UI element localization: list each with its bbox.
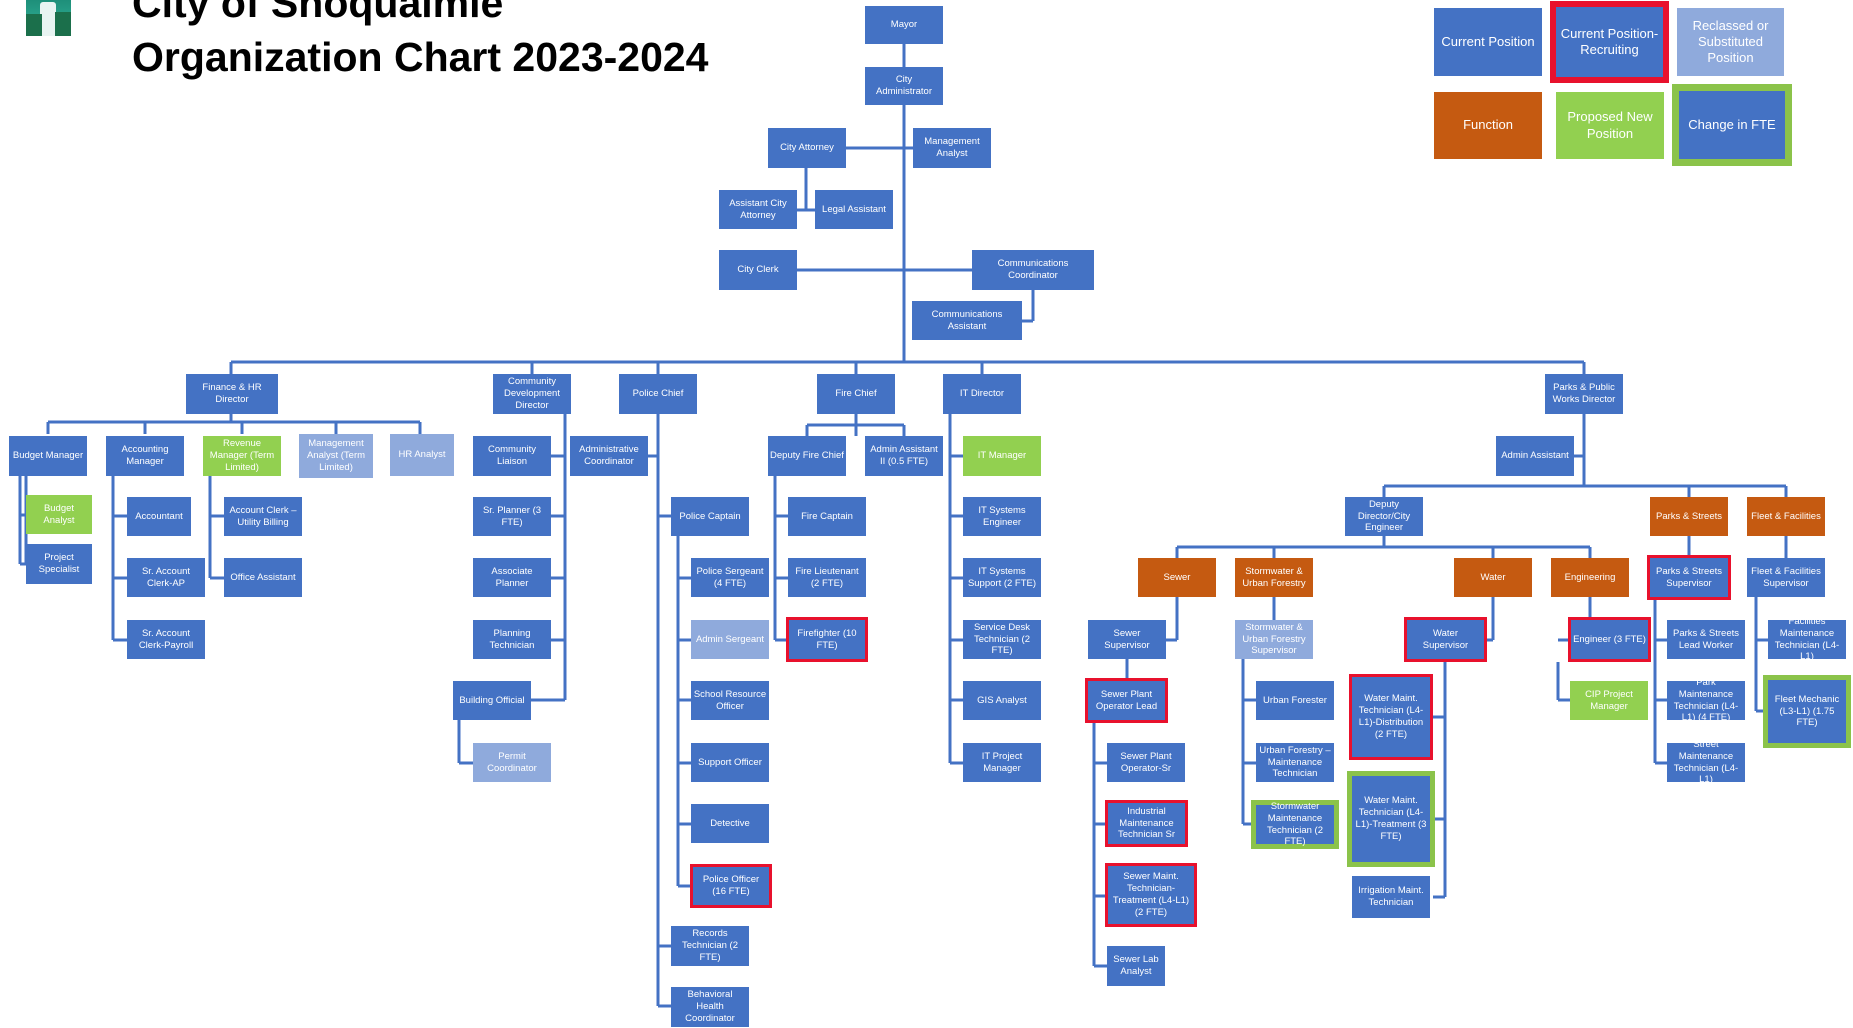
police-captain-box: Police Captain <box>671 497 749 536</box>
service-desk-technician-box: Service Desk Technician (2 FTE) <box>963 620 1041 659</box>
facilities-maintenance-technician-box: Facilities Maintenance Technician (L4-L1… <box>1768 616 1846 662</box>
stormwater-urban-forestry-function-box: Stormwater & Urban Forestry <box>1235 558 1313 597</box>
industrial-maintenance-technician-box: Industrial Maintenance Technician Sr <box>1105 800 1188 847</box>
it-systems-engineer-box: IT Systems Engineer <box>963 497 1041 536</box>
gis-analyst-box: GIS Analyst <box>963 681 1041 720</box>
city-logo <box>26 0 71 36</box>
parks-streets-supervisor-box: Parks & Streets Supervisor <box>1647 555 1731 600</box>
firefighter-box: Firefighter (10 FTE) <box>786 617 868 662</box>
it-director-box: IT Director <box>943 374 1021 414</box>
water-maint-technician-treatment-box: Water Maint. Technician (L4-L1)-Treatmen… <box>1347 771 1435 867</box>
sewer-plant-operator-lead-box: Sewer Plant Operator Lead <box>1085 678 1168 723</box>
fire-lieutenant-box: Fire Lieutenant (2 FTE) <box>788 558 866 597</box>
stormwater-maintenance-technician-box: Stormwater Maintenance Technician (2 FTE… <box>1251 800 1339 849</box>
associate-planner-box: Associate Planner <box>473 558 551 597</box>
budget-manager-box: Budget Manager <box>9 436 87 476</box>
cip-project-manager-box: CIP Project Manager <box>1570 681 1648 720</box>
fleet-facilities-supervisor-box: Fleet & Facilities Supervisor <box>1747 558 1825 597</box>
street-maintenance-technician-box: Street Maintenance Technician (L4-L1) <box>1667 739 1745 785</box>
admin-assistant-ii-box: Admin Assistant II (0.5 FTE) <box>865 436 943 476</box>
management-analyst-term-box: Management Analyst (Term Limited) <box>299 434 373 478</box>
planning-technician-box: Planning Technician <box>473 620 551 659</box>
account-clerk-utility-billing-box: Account Clerk – Utility Billing <box>224 497 302 536</box>
behavioral-health-coordinator-box: Behavioral Health Coordinator <box>671 987 749 1027</box>
parks-public-works-director-box: Parks & Public Works Director <box>1545 374 1623 414</box>
accounting-manager-box: Accounting Manager <box>106 436 184 476</box>
finance-hr-director-box: Finance & HR Director <box>186 374 278 414</box>
sr-planner-box: Sr. Planner (3 FTE) <box>473 497 551 536</box>
fleet-mechanic-box: Fleet Mechanic (L3-L1) (1.75 FTE) <box>1763 675 1851 748</box>
sewer-lab-analyst-box: Sewer Lab Analyst <box>1107 946 1165 986</box>
assistant-city-attorney-box: Assistant City Attorney <box>719 190 797 229</box>
management-analyst-box: Management Analyst <box>913 128 991 168</box>
sr-account-clerk-ap-box: Sr. Account Clerk-AP <box>127 558 205 597</box>
fire-chief-box: Fire Chief <box>817 374 895 414</box>
sewer-supervisor-box: Sewer Supervisor <box>1088 620 1166 659</box>
legend-proposed: Proposed New Position <box>1556 92 1664 159</box>
school-resource-officer-box: School Resource Officer <box>691 681 769 720</box>
revenue-manager-box: Revenue Manager (Term Limited) <box>203 436 281 476</box>
it-project-manager-box: IT Project Manager <box>963 743 1041 782</box>
logo-waterfall <box>40 2 56 36</box>
it-manager-box: IT Manager <box>963 436 1041 476</box>
accountant-box: Accountant <box>127 497 191 536</box>
engineering-function-box: Engineering <box>1551 558 1629 597</box>
community-development-director-box: Community Development Director <box>493 374 571 414</box>
building-official-box: Building Official <box>453 681 531 720</box>
deputy-director-city-engineer-box: Deputy Director/City Engineer <box>1345 497 1423 536</box>
legend-recruiting: Current Position-Recruiting <box>1550 1 1669 83</box>
fleet-facilities-function-box: Fleet & Facilities <box>1747 497 1825 536</box>
records-technician-box: Records Technician (2 FTE) <box>671 926 749 966</box>
urban-forester-box: Urban Forester <box>1256 681 1334 720</box>
detective-box: Detective <box>691 804 769 843</box>
water-maint-technician-distribution-box: Water Maint. Technician (L4-L1)-Distribu… <box>1349 674 1433 760</box>
administrative-coordinator-box: Administrative Coordinator <box>570 436 648 476</box>
logo-rock-left <box>26 14 42 36</box>
engineer-box: Engineer (3 FTE) <box>1568 617 1651 662</box>
police-sergeant-box: Police Sergeant (4 FTE) <box>691 558 769 597</box>
water-function-box: Water <box>1454 558 1532 597</box>
title-line-2: Organization Chart 2023-2024 <box>132 34 709 80</box>
city-attorney-box: City Attorney <box>768 128 846 168</box>
sewer-maint-technician-box: Sewer Maint. Technician-Treatment (L4-L1… <box>1105 863 1197 927</box>
hr-analyst-box: HR Analyst <box>390 434 454 476</box>
parks-streets-lead-worker-box: Parks & Streets Lead Worker <box>1667 620 1745 659</box>
city-administrator-box: City Administrator <box>865 67 943 105</box>
stormwater-urban-forestry-supervisor-box: Stormwater & Urban Forestry Supervisor <box>1235 620 1313 659</box>
support-officer-box: Support Officer <box>691 743 769 782</box>
city-clerk-box: City Clerk <box>719 250 797 290</box>
legend-current-position: Current Position <box>1434 8 1542 76</box>
mayor-box: Mayor <box>865 6 943 44</box>
parks-streets-function-box: Parks & Streets <box>1650 497 1728 536</box>
fire-captain-box: Fire Captain <box>788 497 866 536</box>
water-supervisor-box: Water Supervisor <box>1404 617 1487 662</box>
communications-coordinator-box: Communications Coordinator <box>972 250 1094 290</box>
office-assistant-box: Office Assistant <box>224 558 302 597</box>
park-maintenance-technician-box: Park Maintenance Technician (L4-L1) (4 F… <box>1667 677 1745 723</box>
permit-coordinator-box: Permit Coordinator <box>473 743 551 782</box>
legal-assistant-box: Legal Assistant <box>815 190 893 229</box>
irrigation-maint-technician-box: Irrigation Maint. Technician <box>1352 876 1430 918</box>
project-specialist-box: Project Specialist <box>26 544 92 584</box>
logo-rock-right <box>55 12 71 36</box>
sewer-function-box: Sewer <box>1138 558 1216 597</box>
community-liaison-box: Community Liaison <box>473 436 551 476</box>
police-officer-box: Police Officer (16 FTE) <box>690 864 772 908</box>
legend-reclassed: Reclassed or Substituted Position <box>1677 8 1784 76</box>
admin-assistant-parks-box: Admin Assistant <box>1496 436 1574 476</box>
deputy-fire-chief-box: Deputy Fire Chief <box>768 436 846 476</box>
sr-account-clerk-payroll-box: Sr. Account Clerk-Payroll <box>127 620 205 659</box>
sewer-plant-operator-sr-box: Sewer Plant Operator-Sr <box>1107 743 1185 782</box>
legend-function: Function <box>1434 92 1542 159</box>
police-chief-box: Police Chief <box>619 374 697 414</box>
it-systems-support-box: IT Systems Support (2 FTE) <box>963 558 1041 597</box>
urban-forestry-maintenance-technician-box: Urban Forestry – Maintenance Technician <box>1256 743 1334 782</box>
admin-sergeant-box: Admin Sergeant <box>691 620 769 659</box>
legend-change-fte: Change in FTE <box>1672 84 1792 166</box>
budget-analyst-box: Budget Analyst <box>26 495 92 534</box>
title-line-1: City of Snoqualmie <box>132 0 504 26</box>
communications-assistant-box: Communications Assistant <box>912 301 1022 340</box>
